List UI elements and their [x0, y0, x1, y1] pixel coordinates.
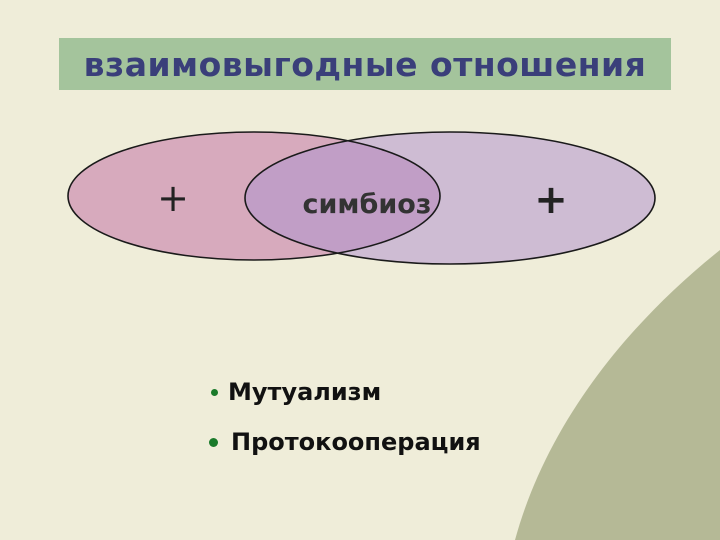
- list-item-label: Протокооперация: [231, 428, 481, 456]
- page-title: взаимовыгодные отношения: [83, 44, 647, 84]
- title-bar: взаимовыгодные отношения: [59, 38, 671, 90]
- right-plus-sign: +: [534, 177, 568, 223]
- ellipse-left-outline: [67, 131, 441, 261]
- bullet-icon: [209, 437, 218, 447]
- symbiosis-label: симбиоз: [302, 189, 431, 220]
- ellipse-overlap: [245, 132, 440, 260]
- list-item-label: Мутуализм: [228, 378, 382, 406]
- ellipse-right-outline: [244, 131, 656, 265]
- list-item-mutualism: Мутуализм: [211, 378, 381, 406]
- list-item-protocooperation: Протокооперация: [209, 428, 481, 456]
- left-plus-sign: +: [157, 176, 189, 220]
- bullet-icon: [211, 388, 218, 396]
